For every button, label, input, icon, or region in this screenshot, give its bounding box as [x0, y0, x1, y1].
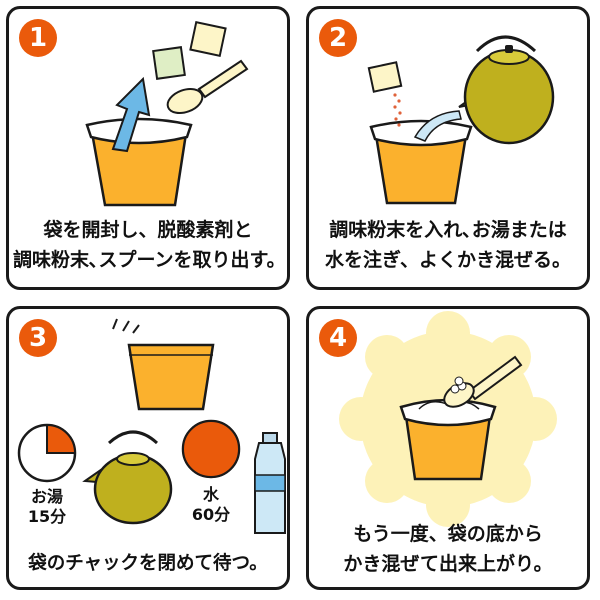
pouch-cup [85, 117, 193, 207]
powder-stream [393, 93, 402, 127]
step-2-illustration [367, 35, 555, 205]
step-number-badge: 2 [319, 19, 357, 57]
hot-water-timer-label: お湯 15分 [27, 487, 67, 526]
step-4-illustration [339, 311, 557, 527]
sealed-pouch-cup [112, 318, 215, 411]
step-caption: 袋を開封し、脱酸素剤と 調味粉末､スプーンを取り出す。 [13, 219, 286, 271]
kettle-icon [82, 430, 173, 525]
step-3-illustration [17, 318, 286, 534]
step-3-panel: 3 お湯 15分 [6, 306, 290, 590]
step-1-illustration [85, 21, 249, 207]
timer-clock-icon [181, 419, 241, 479]
spoon-icon [443, 355, 523, 408]
cold-water-timer-label: 水 60分 [191, 485, 231, 524]
water-stream [413, 110, 462, 142]
seasoning-packet-icon [189, 21, 227, 57]
timer-clock-icon [17, 423, 77, 483]
seasoning-packet-icon [367, 61, 403, 93]
step-4-panel: 4 もう一度、袋の底から かき混ぜて出来上がり。 [306, 306, 590, 590]
water-bottle-icon [254, 432, 286, 534]
step-caption: 袋のチャックを閉めて待つ。 [28, 553, 268, 574]
oxygen-absorber-packet-icon [152, 46, 186, 80]
step-2-panel: 2 調味粉末を入れ､お湯または 水を注ぎ、よくかき混ぜる。 [306, 6, 590, 290]
step-caption: もう一度、袋の底から かき混ぜて出来上がり。 [343, 523, 553, 575]
finished-pouch-cup [399, 398, 497, 481]
spoon-icon [166, 59, 249, 115]
step-1-panel: 1 袋を開封し、脱酸素剤と 調味粉末､スプーンを取り出す。 [6, 6, 290, 290]
upward-arrow-icon [111, 76, 151, 153]
step-number-badge: 3 [19, 319, 57, 357]
step-number-badge: 1 [19, 19, 57, 57]
kettle-icon [458, 35, 555, 145]
step-caption: 調味粉末を入れ､お湯または 水を注ぎ、よくかき混ぜる。 [324, 219, 572, 271]
step-number-badge: 4 [319, 319, 357, 357]
